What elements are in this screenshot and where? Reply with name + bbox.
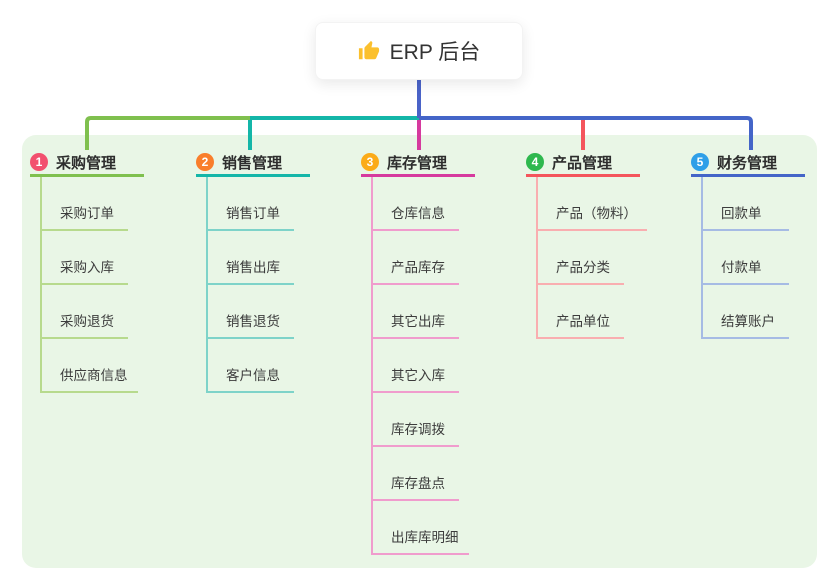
thumbs-up-icon [358, 40, 379, 60]
child-topic[interactable]: 产品库存 [373, 231, 459, 285]
branch-topic[interactable]: 4 产品管理 [526, 150, 640, 177]
branch-children: 产品（物料） 产品分类产品单位 [536, 177, 647, 339]
child-topic[interactable]: 供应商信息 [42, 339, 138, 393]
child-topic-label: 客户信息 [226, 368, 280, 383]
child-topic[interactable]: 采购订单 [42, 177, 128, 231]
child-topic[interactable]: 销售订单 [208, 177, 294, 231]
branch-topic[interactable]: 2 销售管理 [196, 150, 310, 177]
child-topic[interactable]: 产品单位 [538, 285, 624, 339]
child-topic[interactable]: 回款单 [703, 177, 789, 231]
child-topic[interactable]: 结算账户 [703, 285, 789, 339]
branch-topic[interactable]: 3 库存管理 [361, 150, 475, 177]
branch-topic-label: 采购管理 [56, 154, 117, 172]
child-topic-label: 产品单位 [556, 314, 610, 329]
child-topic[interactable]: 销售出库 [208, 231, 294, 285]
connector-branch-finance [419, 116, 753, 150]
child-topic-label: 库存盘点 [391, 476, 445, 491]
child-topic-label: 仓库信息 [391, 206, 445, 221]
child-topic-label: 采购入库 [60, 260, 114, 275]
child-topic[interactable]: 采购退货 [42, 285, 128, 339]
child-topic-label: 结算账户 [721, 314, 775, 329]
child-topic[interactable]: 库存调拨 [373, 393, 459, 447]
branch-topic[interactable]: 1 采购管理 [30, 150, 144, 177]
branch-children: 回款单付款单结算账户 [701, 177, 789, 339]
child-topic-label: 其它入库 [391, 368, 445, 383]
child-topic[interactable]: 其它入库 [373, 339, 459, 393]
child-topic-label: 销售退货 [226, 314, 280, 329]
branch-children: 仓库信息产品库存其它出库其它入库库存调拨库存盘点出库库明细 [371, 177, 469, 555]
branch-topic[interactable]: 5 财务管理 [691, 150, 805, 177]
child-topic-label: 其它出库 [391, 314, 445, 329]
branch-finance: 5 财务管理 回款单付款单结算账户 [691, 150, 805, 339]
child-topic[interactable]: 其它出库 [373, 285, 459, 339]
child-topic[interactable]: 库存盘点 [373, 447, 459, 501]
child-topic-label: 产品（物料） [556, 206, 637, 221]
branch-product: 4 产品管理 产品（物料） 产品分类产品单位 [526, 150, 647, 339]
branch-topic-label: 产品管理 [552, 154, 613, 172]
branch-number-badge: 3 [361, 153, 379, 171]
branch-topic-label: 财务管理 [717, 154, 778, 172]
child-topic[interactable]: 客户信息 [208, 339, 294, 393]
child-topic-label: 供应商信息 [60, 368, 128, 383]
branch-topic-label: 库存管理 [387, 154, 448, 172]
child-topic-label: 采购订单 [60, 206, 114, 221]
connector-branch-sales [248, 116, 421, 150]
child-topic[interactable]: 产品分类 [538, 231, 624, 285]
child-topic-label: 库存调拨 [391, 422, 445, 437]
branch-topic-label: 销售管理 [222, 154, 283, 172]
connector-branch-purchase [85, 116, 250, 150]
branch-number-badge: 4 [526, 153, 544, 171]
child-topic[interactable]: 销售退货 [208, 285, 294, 339]
child-topic-label: 付款单 [721, 260, 762, 275]
child-topic-label: 出库库明细 [391, 530, 459, 545]
branch-purchase: 1 采购管理 采购订单采购入库采购退货供应商信息 [30, 150, 144, 393]
root-topic[interactable]: ERP 后台 [315, 22, 523, 80]
branch-children: 销售订单销售出库销售退货客户信息 [206, 177, 294, 393]
branch-number-badge: 2 [196, 153, 214, 171]
branch-children: 采购订单采购入库采购退货供应商信息 [40, 177, 138, 393]
child-topic[interactable]: 采购入库 [42, 231, 128, 285]
branch-number-badge: 1 [30, 153, 48, 171]
branch-inventory: 3 库存管理 仓库信息产品库存其它出库其它入库库存调拨库存盘点出库库明细 [361, 150, 475, 555]
child-topic-label: 回款单 [721, 206, 762, 221]
child-topic[interactable]: 仓库信息 [373, 177, 459, 231]
branch-group-panel [22, 135, 817, 568]
branch-number-badge: 5 [691, 153, 709, 171]
child-topic[interactable]: 产品（物料） [538, 177, 647, 231]
child-topic[interactable]: 出库库明细 [373, 501, 469, 555]
branch-sales: 2 销售管理 销售订单销售出库销售退货客户信息 [196, 150, 310, 393]
child-topic-label: 产品分类 [556, 260, 610, 275]
child-topic[interactable]: 付款单 [703, 231, 789, 285]
child-topic-label: 产品库存 [391, 260, 445, 275]
child-topic-label: 采购退货 [60, 314, 114, 329]
child-topic-label: 销售出库 [226, 260, 280, 275]
child-topic-label: 销售订单 [226, 206, 280, 221]
root-topic-label: ERP 后台 [389, 41, 481, 64]
